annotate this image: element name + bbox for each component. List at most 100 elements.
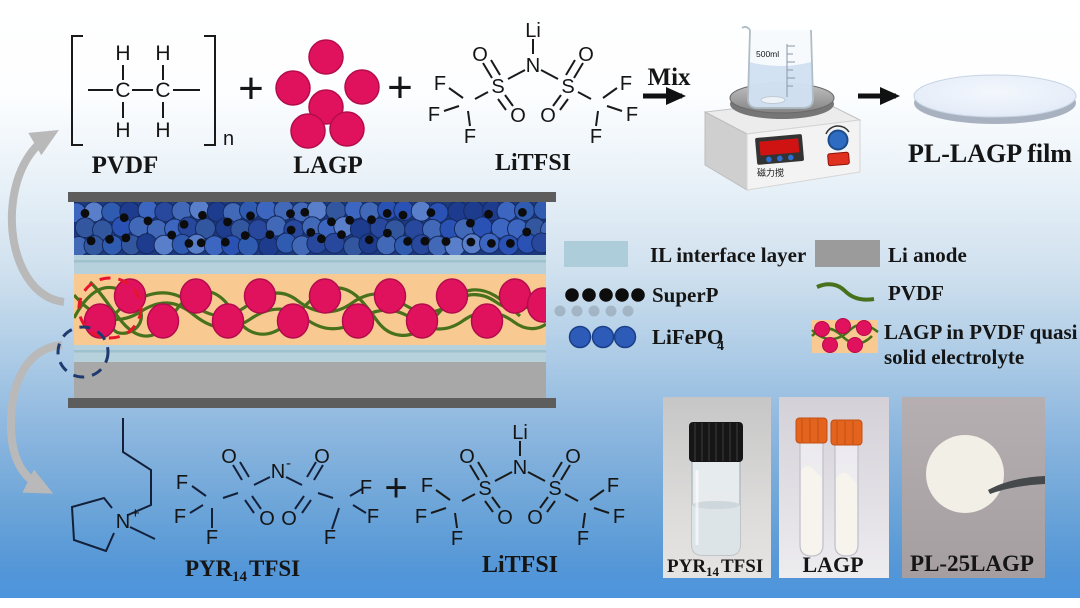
lagp-particle <box>146 303 180 339</box>
stirrer-button[interactable] <box>787 154 794 161</box>
tfsi-anion <box>317 492 334 499</box>
superp-particle <box>119 213 129 223</box>
lagp-particle <box>308 278 342 314</box>
stirrer-switch[interactable] <box>827 151 850 167</box>
legend-lagp-swatch <box>835 318 851 334</box>
superp-particle <box>466 218 475 228</box>
stirrer-button[interactable] <box>777 155 783 162</box>
litfsi-top <box>426 19 640 177</box>
superp-particle <box>286 209 295 219</box>
photo2-label: LAGP <box>802 552 863 577</box>
legend-lagp-swatch <box>811 318 879 353</box>
legend-lagp-swatch <box>822 337 838 353</box>
tfsi-anion <box>294 495 305 510</box>
battery-stack <box>56 192 556 408</box>
legend-lagp-swatch <box>856 320 872 336</box>
atom-o: O <box>259 508 275 530</box>
beaker <box>748 62 812 107</box>
superp-particle <box>345 215 355 225</box>
photo1-label-suffix: TFSI <box>721 556 763 577</box>
lagp-tube-1 <box>795 417 828 557</box>
pyr14-cation <box>70 496 115 553</box>
lagp-particle <box>373 278 407 314</box>
legend-il-swatch <box>564 241 628 267</box>
superp-particle <box>80 208 90 218</box>
stirrer-knob[interactable] <box>827 129 849 151</box>
lagp-cluster <box>308 39 344 75</box>
lagp-particle <box>243 278 277 314</box>
litfsi-bottom <box>413 421 627 579</box>
legend-lagp-swatch <box>847 337 863 353</box>
display-screen <box>759 138 800 156</box>
atom-f: F <box>360 477 372 499</box>
tfsi-anion <box>239 461 250 478</box>
tfsi-anion <box>331 507 340 530</box>
legend-il-label: IL interface layer <box>650 243 806 267</box>
repeat-n: n <box>223 128 234 150</box>
superp-particle <box>121 233 131 243</box>
superp-particle <box>300 207 310 217</box>
lagp-particle <box>405 303 439 339</box>
superp-particle <box>367 215 376 225</box>
il-layer-bottom <box>74 345 546 362</box>
lagp-tube-2 <box>836 472 857 555</box>
legend-superp-dots <box>582 288 596 302</box>
tfsi-anion <box>222 492 239 499</box>
lagp-cluster: LAGP <box>275 39 380 179</box>
superp-particle <box>286 225 296 235</box>
legend-superp-label: SuperP <box>652 283 719 307</box>
stirrer-controls <box>825 125 850 135</box>
atom-o: O <box>281 508 297 530</box>
superp-particle <box>317 234 326 244</box>
stirrer-button[interactable] <box>766 156 772 163</box>
battery-stack <box>74 260 546 263</box>
pyr14-cation <box>122 418 152 516</box>
lifepo4-particle <box>237 235 259 255</box>
legend-superp-dots <box>615 288 629 302</box>
photo3-label: PL-25LAGP <box>910 551 1034 576</box>
legend-superp-dots <box>565 288 645 302</box>
atom-f: F <box>324 527 336 549</box>
li-anode-layer <box>74 362 546 398</box>
beaker: 500ml <box>741 25 814 109</box>
atom-f: F <box>176 472 188 494</box>
atom-n: N <box>271 461 285 483</box>
lifepo4-particle <box>376 234 398 255</box>
pyr14-cation <box>129 526 156 540</box>
vial <box>692 501 740 509</box>
superp-particle <box>364 235 374 245</box>
vial <box>692 505 740 555</box>
lifepo4-particle <box>533 202 546 220</box>
legend-lagp-swatch <box>814 321 830 337</box>
lifepo4-particle <box>258 236 280 255</box>
beaker-volume: 500ml <box>756 49 779 59</box>
pl-lagp-film <box>913 74 1077 118</box>
superp-particle <box>105 234 114 244</box>
superp-particle <box>179 220 189 229</box>
vial <box>689 422 743 556</box>
legend-superp-dots <box>565 288 579 302</box>
bottom-white-strip <box>0 598 1080 608</box>
photo-lagp: LAGP <box>779 397 889 578</box>
lagp-tube-1 <box>795 417 828 444</box>
tfsi-anion <box>352 504 367 514</box>
atom-h: H <box>155 119 170 142</box>
lagp-particle <box>435 278 469 314</box>
atom-h: H <box>115 119 130 142</box>
lagp-tube-1 <box>801 466 822 555</box>
magnetic-stirrer: 500ml 磁力搅 <box>703 25 862 191</box>
legend-anode-label: Li anode <box>888 243 967 267</box>
legend-pvdf-squiggle <box>816 282 875 302</box>
superp-shadow <box>554 305 566 317</box>
arrow-to-pyr <box>6 341 63 494</box>
superp-particle <box>506 239 515 248</box>
superp-shadow <box>622 305 634 317</box>
atom-f: F <box>174 506 186 528</box>
superp-particle <box>383 228 392 238</box>
bracket-right <box>204 35 216 146</box>
plus-3: + <box>384 466 407 510</box>
tfsi-anion <box>189 504 204 514</box>
tfsi-anion <box>251 495 262 510</box>
flow-arrows <box>6 129 65 494</box>
